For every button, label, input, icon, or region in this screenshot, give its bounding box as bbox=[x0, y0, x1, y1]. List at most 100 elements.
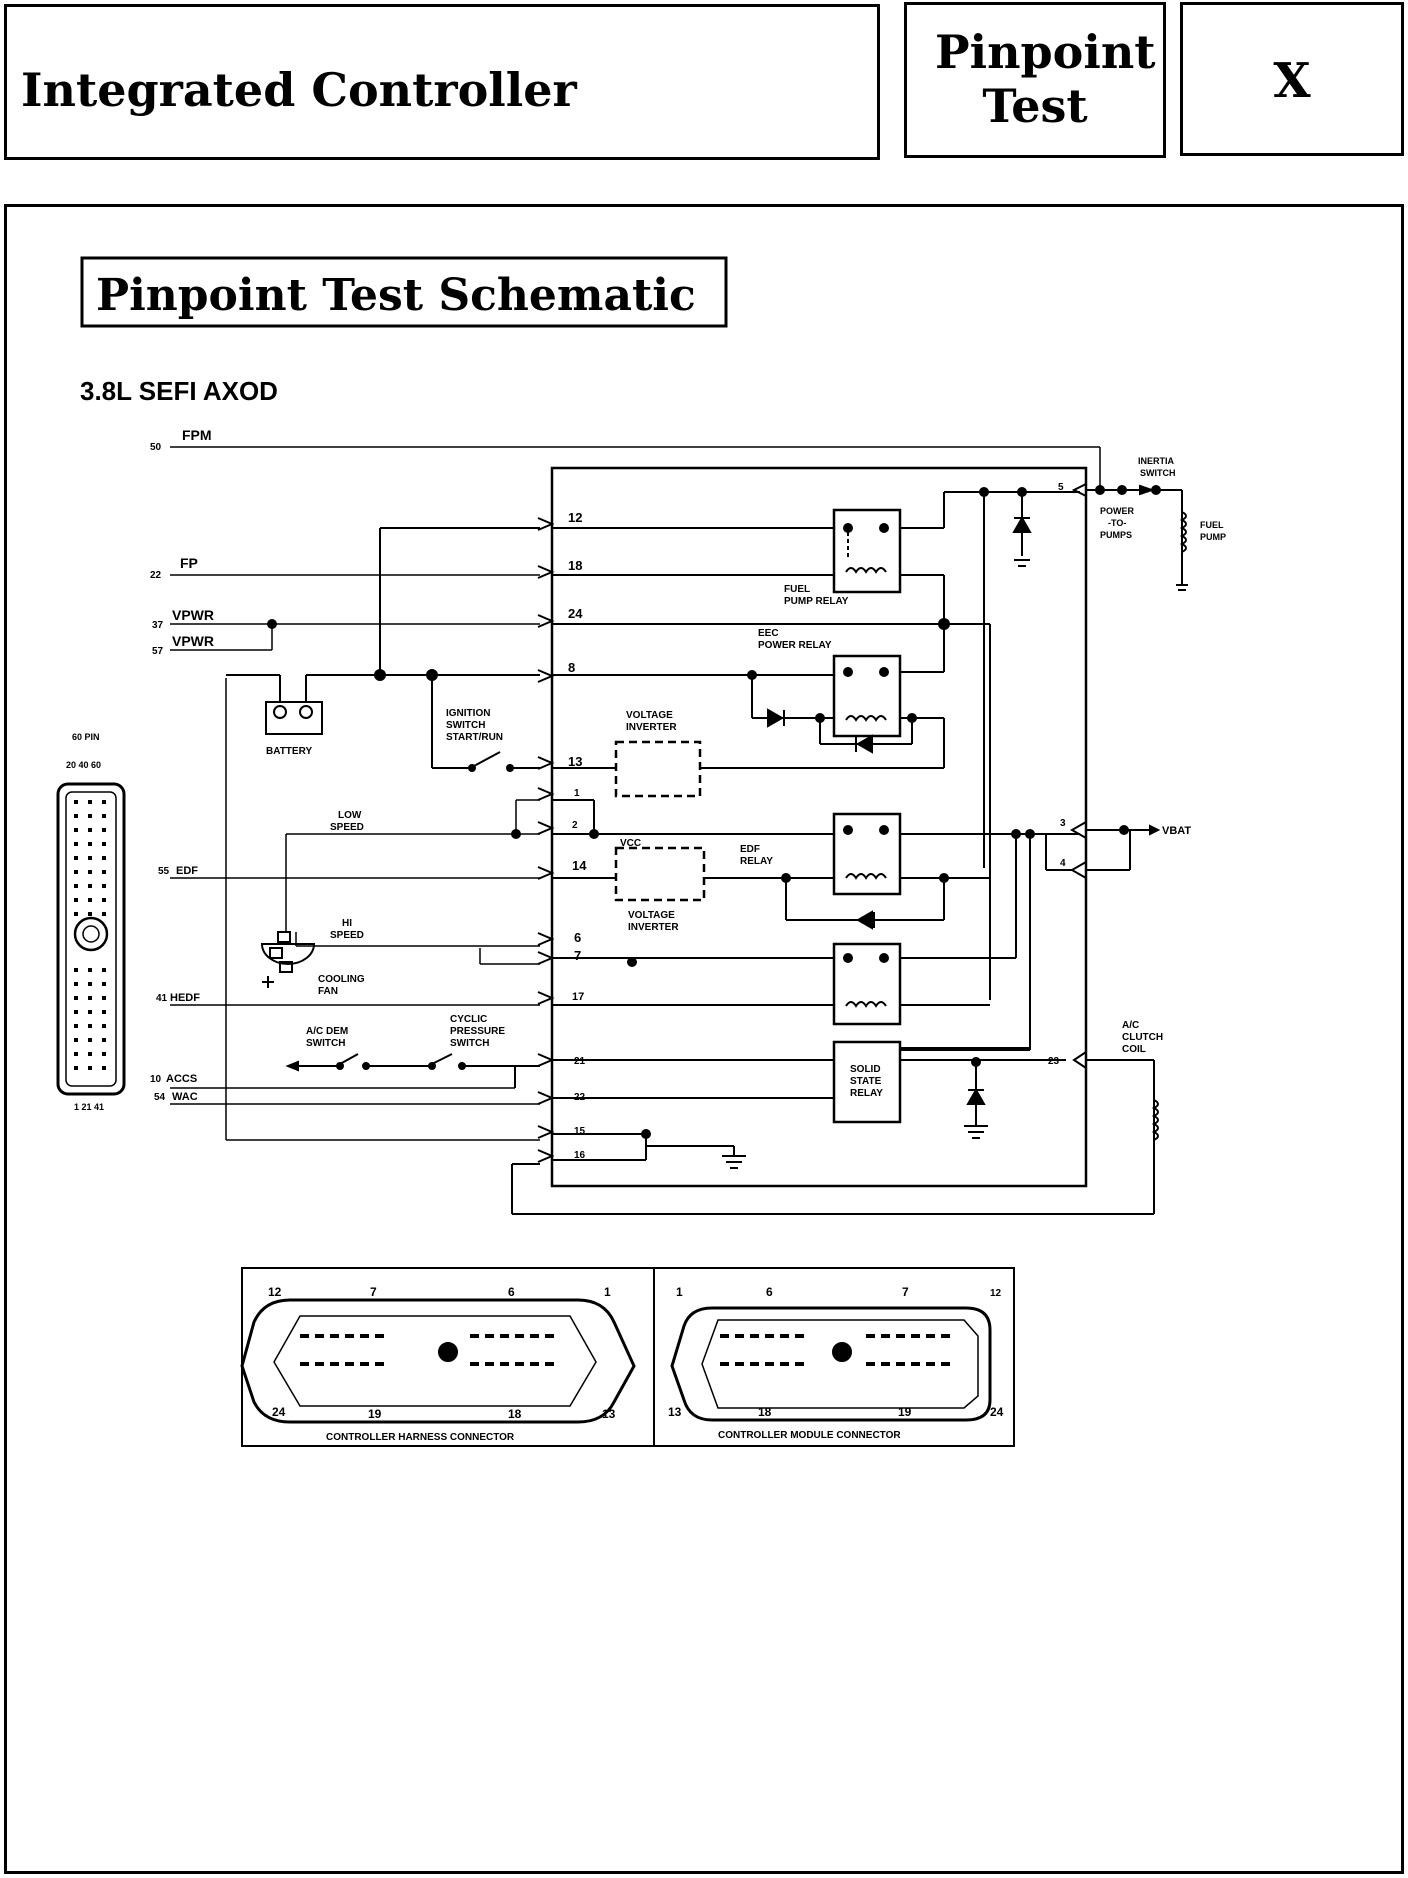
harness-top-6: 6 bbox=[508, 1285, 515, 1299]
harness-pin bbox=[545, 1362, 554, 1366]
title-box: Integrated Controller bbox=[4, 4, 880, 160]
ptp-3: PUMPS bbox=[1100, 530, 1132, 540]
connector-pin bbox=[74, 800, 78, 804]
ctrl-pin-7: 7 bbox=[574, 948, 581, 963]
acdem-2: SWITCH bbox=[306, 1038, 345, 1049]
ignition-label-1: IGNITION bbox=[446, 708, 490, 719]
vbat-label: VBAT bbox=[1162, 825, 1191, 837]
ignition-label-3: START/RUN bbox=[446, 732, 503, 743]
harness-pin bbox=[470, 1334, 479, 1338]
connector-pin bbox=[74, 1024, 78, 1028]
harness-pin bbox=[300, 1362, 309, 1366]
module-pin bbox=[881, 1334, 890, 1338]
module-pin bbox=[735, 1334, 744, 1338]
heading-box bbox=[80, 256, 728, 328]
inverter1-label-2: INVERTER bbox=[626, 722, 677, 733]
harness-bot-18: 18 bbox=[508, 1407, 522, 1421]
connector-pin bbox=[102, 982, 106, 986]
module-top-6: 6 bbox=[766, 1285, 773, 1299]
ssr-3: RELAY bbox=[850, 1088, 883, 1099]
pin-57: 57 bbox=[152, 646, 164, 657]
eec-label-1: EEC bbox=[758, 628, 779, 639]
connector-pin bbox=[102, 996, 106, 1000]
harness-connector bbox=[240, 1298, 636, 1424]
module-bot-18: 18 bbox=[758, 1405, 772, 1419]
connector-pin bbox=[74, 856, 78, 860]
harness-pin bbox=[530, 1334, 539, 1338]
module-pin bbox=[765, 1334, 774, 1338]
ssr-1: SOLID bbox=[850, 1064, 881, 1075]
harness-pin bbox=[330, 1362, 339, 1366]
harness-pin bbox=[345, 1334, 354, 1338]
connector-pin bbox=[74, 842, 78, 846]
right-pin-23: 23 bbox=[1048, 1056, 1060, 1067]
connector-pin bbox=[74, 996, 78, 1000]
connector-pin bbox=[74, 828, 78, 832]
connector-pin bbox=[88, 828, 92, 832]
inertia-1: INERTIA bbox=[1138, 456, 1175, 466]
fuel-pump-relay bbox=[832, 508, 902, 594]
hi-speed-2: SPEED bbox=[330, 930, 364, 941]
harness-pin bbox=[360, 1334, 369, 1338]
connector-views-box bbox=[241, 1267, 1015, 1447]
connector-pin bbox=[102, 1066, 106, 1070]
ctrl-pin-6: 6 bbox=[574, 930, 581, 945]
acclutch-3: COIL bbox=[1122, 1044, 1146, 1055]
pin-50: 50 bbox=[150, 442, 162, 453]
module-pin bbox=[911, 1334, 920, 1338]
connector-pin bbox=[102, 1010, 106, 1014]
harness-pin bbox=[485, 1362, 494, 1366]
harness-pin bbox=[315, 1334, 324, 1338]
ssr-2: STATE bbox=[850, 1076, 882, 1087]
ptp-1: POWER bbox=[1100, 506, 1135, 516]
edf-relay-label-2: RELAY bbox=[740, 856, 773, 867]
cyclic-2: PRESSURE bbox=[450, 1026, 505, 1037]
edf-relay bbox=[832, 812, 902, 896]
module-pin bbox=[780, 1362, 789, 1366]
inertia-2: SWITCH bbox=[1140, 468, 1176, 478]
cooling-fan-1: COOLING bbox=[318, 974, 365, 985]
connector-pin bbox=[88, 996, 92, 1000]
hi-speed-1: HI bbox=[342, 918, 352, 929]
connector-pin bbox=[88, 968, 92, 972]
schematic-heading: Pinpoint Test Schematic bbox=[96, 270, 696, 321]
ctrl-pin-14: 14 bbox=[572, 858, 587, 873]
harness-top-1: 1 bbox=[604, 1285, 611, 1299]
connector-pin bbox=[102, 1052, 106, 1056]
connector-pin bbox=[88, 856, 92, 860]
solid-state-relay bbox=[832, 1040, 902, 1124]
harness-top-12: 12 bbox=[268, 1285, 282, 1299]
connector-pin bbox=[88, 982, 92, 986]
module-pin bbox=[795, 1334, 804, 1338]
module-pin bbox=[941, 1334, 950, 1338]
inverter2-label-1: VOLTAGE bbox=[628, 910, 675, 921]
acdem-1: A/C DEM bbox=[306, 1026, 348, 1037]
connector-60pin: 60 PIN 20 40 60 1 21 41 bbox=[56, 732, 126, 1112]
pin-41: 41 bbox=[156, 993, 168, 1004]
edf-relay-label-1: EDF bbox=[740, 844, 760, 855]
connector-pin bbox=[74, 1066, 78, 1070]
connector-pin bbox=[102, 968, 106, 972]
module-pin bbox=[866, 1334, 875, 1338]
harness-label: CONTROLLER HARNESS CONNECTOR bbox=[326, 1432, 515, 1443]
connector-pin bbox=[74, 912, 78, 916]
module-pin bbox=[896, 1334, 905, 1338]
harness-pin bbox=[315, 1362, 324, 1366]
connector-pin bbox=[88, 1024, 92, 1028]
connector-pin bbox=[74, 814, 78, 818]
connector-pin bbox=[88, 842, 92, 846]
harness-pin bbox=[530, 1362, 539, 1366]
fuel-pump-2: PUMP bbox=[1200, 532, 1226, 542]
hedf-relay bbox=[832, 942, 902, 1026]
module-pin bbox=[720, 1362, 729, 1366]
connector-pin bbox=[88, 800, 92, 804]
ctrl-pin-15: 15 bbox=[574, 1126, 586, 1137]
vcc-label: VCC bbox=[620, 838, 641, 849]
harness-pin bbox=[500, 1362, 509, 1366]
ctrl-pin-2: 2 bbox=[572, 820, 578, 831]
module-pin bbox=[926, 1334, 935, 1338]
battery-label: BATTERY bbox=[266, 746, 312, 757]
harness-pin bbox=[345, 1362, 354, 1366]
module-top-12: 12 bbox=[990, 1288, 1002, 1299]
